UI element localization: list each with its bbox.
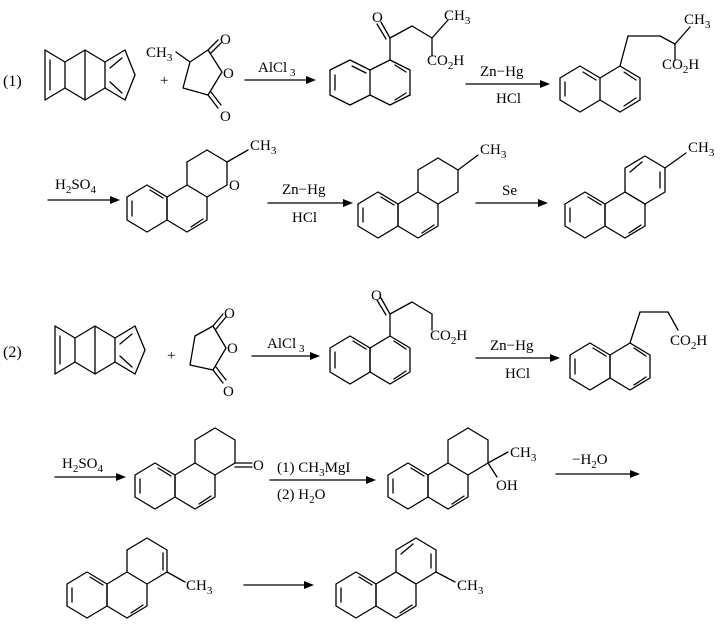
route2-plus: + [167,348,175,364]
route2-step3-arrow [54,473,126,481]
route2-anhydride-o1: O [224,306,235,322]
route2-step5-arrow [555,470,640,478]
route2-step4-top: (1) CH3MgI [277,460,350,479]
route2-step4-bottom: (2) H2O [277,487,326,506]
route1-step2-arrow [465,80,550,88]
route2-anhydride-o2: O [227,341,238,357]
route1-butyric-acid-structure [559,26,691,113]
route2-step1-arrow [251,352,320,360]
route2-step2-top: Zn−Hg [490,338,534,354]
route2-ketone-o: O [253,458,264,474]
route2-alcohol-methyl: CH3 [510,445,537,464]
route2-naphthalene-structure [54,325,146,375]
route2-butyric-acid-structure [569,311,679,391]
route1-step4-top: Zn−Hg [282,182,326,198]
route1-ketone-methyl: CH3 [250,138,277,157]
route2-step2-bottom: HCl [505,366,530,382]
route1-step1-arrow [244,76,316,84]
route2-anhydride-o3: O [223,384,234,400]
route1-keto-o: O [372,10,383,26]
route1-label: (1) [3,73,22,90]
route1-keto-acid-group: CO2H [427,53,464,72]
route1-acid-group: CO2H [662,57,699,76]
route2-step1-reagent: AlCl 3 [267,336,305,355]
route1-step1-reagent: AlCl 3 [258,60,296,79]
route2-keto-acid-structure [329,297,433,385]
route1-step3-reagent: H2SO4 [55,177,97,196]
route2-dihydro-structure [66,537,186,619]
route1-anhydride-o3: O [220,109,231,125]
route1-step2-top: Zn−Hg [480,64,524,80]
route1-keto-acid-structure [329,19,449,106]
route2-step5-reagent: −H2O [572,452,608,471]
route2-final-methyl: CH3 [457,578,484,597]
route2-dihydro-methyl: CH3 [186,578,213,597]
route1-final-methyl: CH3 [688,140,715,159]
route2-acid-group: CO2H [670,333,707,352]
route1-anhydride-o2: O [223,66,234,82]
route2-keto-o: O [371,288,382,304]
route2-keto-acid-group: CO2H [430,328,467,347]
route1-tetrahydro-methyl: CH3 [480,142,507,161]
route2-alcohol-structure [387,427,509,510]
route2-step6-arrow [243,581,314,589]
route1-step5-arrow [475,199,548,207]
route2-label: (2) [3,344,22,361]
route1-step4-bottom: HCl [292,210,317,226]
route1-ketone-o: O [229,178,240,194]
route2-ketone-structure [134,427,253,510]
methylsuccinic-anhydride-structure [175,39,223,109]
succinic-anhydride-structure [189,313,227,384]
route2-alcohol-oh: OH [496,478,518,494]
route2-methylphenanthrene-structure [335,537,456,619]
route1-anhydride-methyl: CH3 [146,45,173,64]
route1-step4-arrow [267,199,353,207]
route1-step5-reagent: Se [502,183,517,199]
route1-acid-methyl: CH3 [684,12,711,31]
route1-step2-bottom: HCl [496,91,521,107]
route2-step2-arrow [475,354,560,362]
naphthalene-structure [44,49,136,101]
route1-step3-arrow [47,196,120,204]
route1-methylphenanthrene-structure [564,152,687,239]
route1-keto-methyl: CH3 [444,8,471,27]
route2-step4-arrow [269,476,376,484]
route1-anhydride-o1: O [220,32,231,48]
route2-step3-reagent: H2SO4 [62,456,104,475]
route1-plus: + [160,73,168,89]
route1-tetrahydro-structure [357,154,479,239]
route1-ketone-structure [126,149,249,233]
